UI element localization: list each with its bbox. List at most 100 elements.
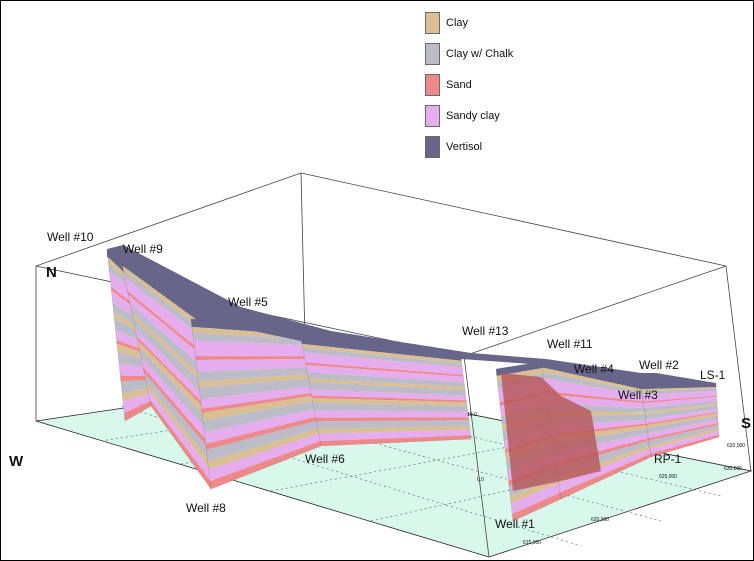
strata-layer [195,358,321,372]
well-label: Well #10 [47,230,94,244]
strata-layer [207,427,321,470]
vertisol-cap [107,245,716,389]
strata-layer [650,434,719,457]
x-tick: 630,000 [724,466,742,472]
strata-layer [545,391,644,404]
strata-layer [146,382,211,470]
strata-layer [648,422,719,441]
strata-layer [122,387,151,402]
strata-layer [644,400,718,413]
clay-chalk-swatch [425,43,440,65]
strata-layer [199,377,321,400]
well-label: Well #6 [305,452,345,466]
well-label: LS-1 [700,368,726,382]
strata-layer [511,483,561,515]
strata-layer [643,395,717,404]
strata-layer [124,400,151,421]
well-label: Well #8 [186,501,226,515]
strata-layer [641,388,717,395]
strata-layer [205,415,321,450]
strata-layer [315,417,469,422]
strata-layer [201,391,321,413]
strata-layer [641,386,717,392]
strata-layer [642,390,717,402]
sand-swatch [425,74,440,96]
strata-layer [302,347,463,368]
strata-layer [649,428,719,449]
legend: Clay Clay w/ Chalk Sand Sandy clay Verti… [425,11,513,166]
z-tick: 10.0 [467,412,477,418]
well-label: Well #2 [639,358,679,372]
strata-layer [138,346,210,433]
z-tick: 0.0 [477,477,484,483]
strata-layer [646,412,718,426]
strata-layer [314,410,469,418]
strata-layer [303,352,464,375]
strata-layer [496,361,547,376]
strata-layer [206,419,321,462]
strata-layer [192,332,321,346]
strata-layer [123,270,207,341]
strata-layer [312,402,468,412]
legend-label: Clay w/ Chalk [446,48,514,60]
strata-layer [644,403,718,415]
strata-layer [122,265,207,333]
strata-layer [320,435,471,446]
strata-layer [119,363,151,377]
y-tick: 620,000 [727,443,745,449]
strata-layer [208,432,321,482]
strata-layer [649,430,719,454]
legend-item-sand: Sand [425,73,513,97]
well-label: Well #1 [495,517,535,531]
legend-label: Clay [446,17,469,29]
strata-layer [645,405,718,420]
well-label: Well #9 [123,242,163,256]
legend-item-sandy-clay: Sandy clay [425,104,513,128]
strata-layer [542,372,643,395]
strata-layer [309,382,466,396]
south-label: S [741,415,751,432]
strata-layer [137,340,209,421]
strata-layer [648,424,719,446]
well-label: Well #4 [574,362,614,376]
well-labels: Well #10 Well #9 Well #5 Well #13 Well #… [47,230,726,531]
x-tick: 615,000 [523,540,541,546]
clay-swatch [425,12,440,34]
legend-item-vertisol: Vertisol [425,135,513,159]
strata-layer [560,453,651,499]
strata-layer [120,380,151,394]
strata-layer [301,343,462,364]
strata-layer [646,413,718,429]
legend-label: Vertisol [446,141,483,153]
strata-layer [202,399,321,433]
north-label: N [46,264,57,281]
strata-layer [307,372,465,388]
strata-layer [316,420,470,429]
strata-layer [127,291,208,361]
west-label: W [9,453,24,470]
strata-layer [308,378,466,390]
well-label: Well #5 [228,295,268,309]
legend-item-clay-chalk: Clay w/ Chalk [425,42,513,66]
legend-item-clay: Clay [425,11,513,35]
strata-panels [106,245,720,522]
strata-layer [558,448,651,493]
legend-label: Sandy clay [446,110,500,122]
strata-layer [311,395,467,403]
strata-layer [317,425,470,434]
strata-layer [202,394,321,421]
strata-layer [122,393,151,414]
well-label: RP-1 [654,452,682,466]
strata-layer [132,313,209,388]
strata-layer [210,440,321,489]
strata-layer [198,373,321,388]
vertisol-swatch [425,136,440,158]
strata-layer [144,372,211,462]
strata-layer [143,367,210,450]
strata-layer [543,378,644,402]
strata-layer [195,356,321,361]
strata-layer [130,304,208,382]
strata-layer [312,398,467,407]
